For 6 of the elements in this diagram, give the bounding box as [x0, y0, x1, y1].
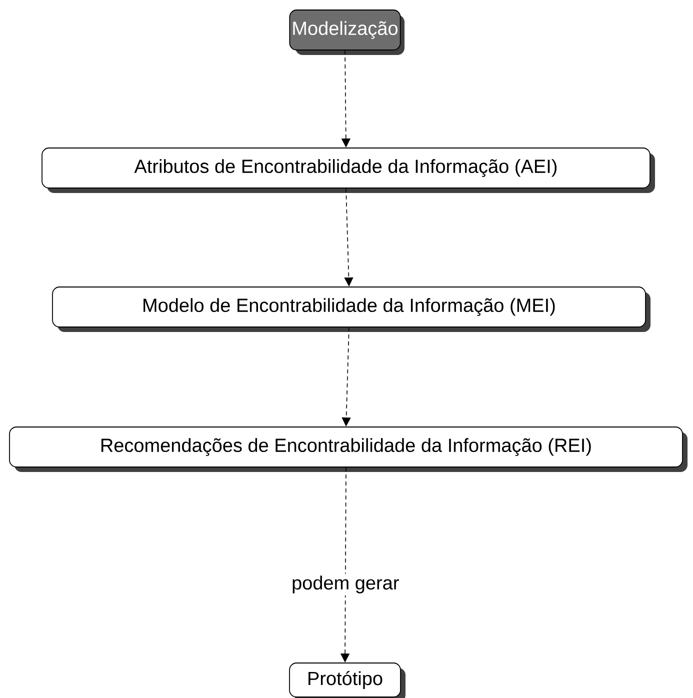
start-box: Modelização	[289, 10, 404, 55]
process-box: Atributos de Encontrabilidade da Informação (AEI)	[42, 148, 655, 193]
process-box: Protótipo	[289, 662, 406, 698]
process-box: Recomendações de Encontrabilidade da Informação (REI)	[9, 426, 688, 472]
edge-label: podem gerar	[292, 576, 399, 594]
process-box: Modelo de Encontrabilidade da Informação (MEI)	[52, 286, 650, 332]
